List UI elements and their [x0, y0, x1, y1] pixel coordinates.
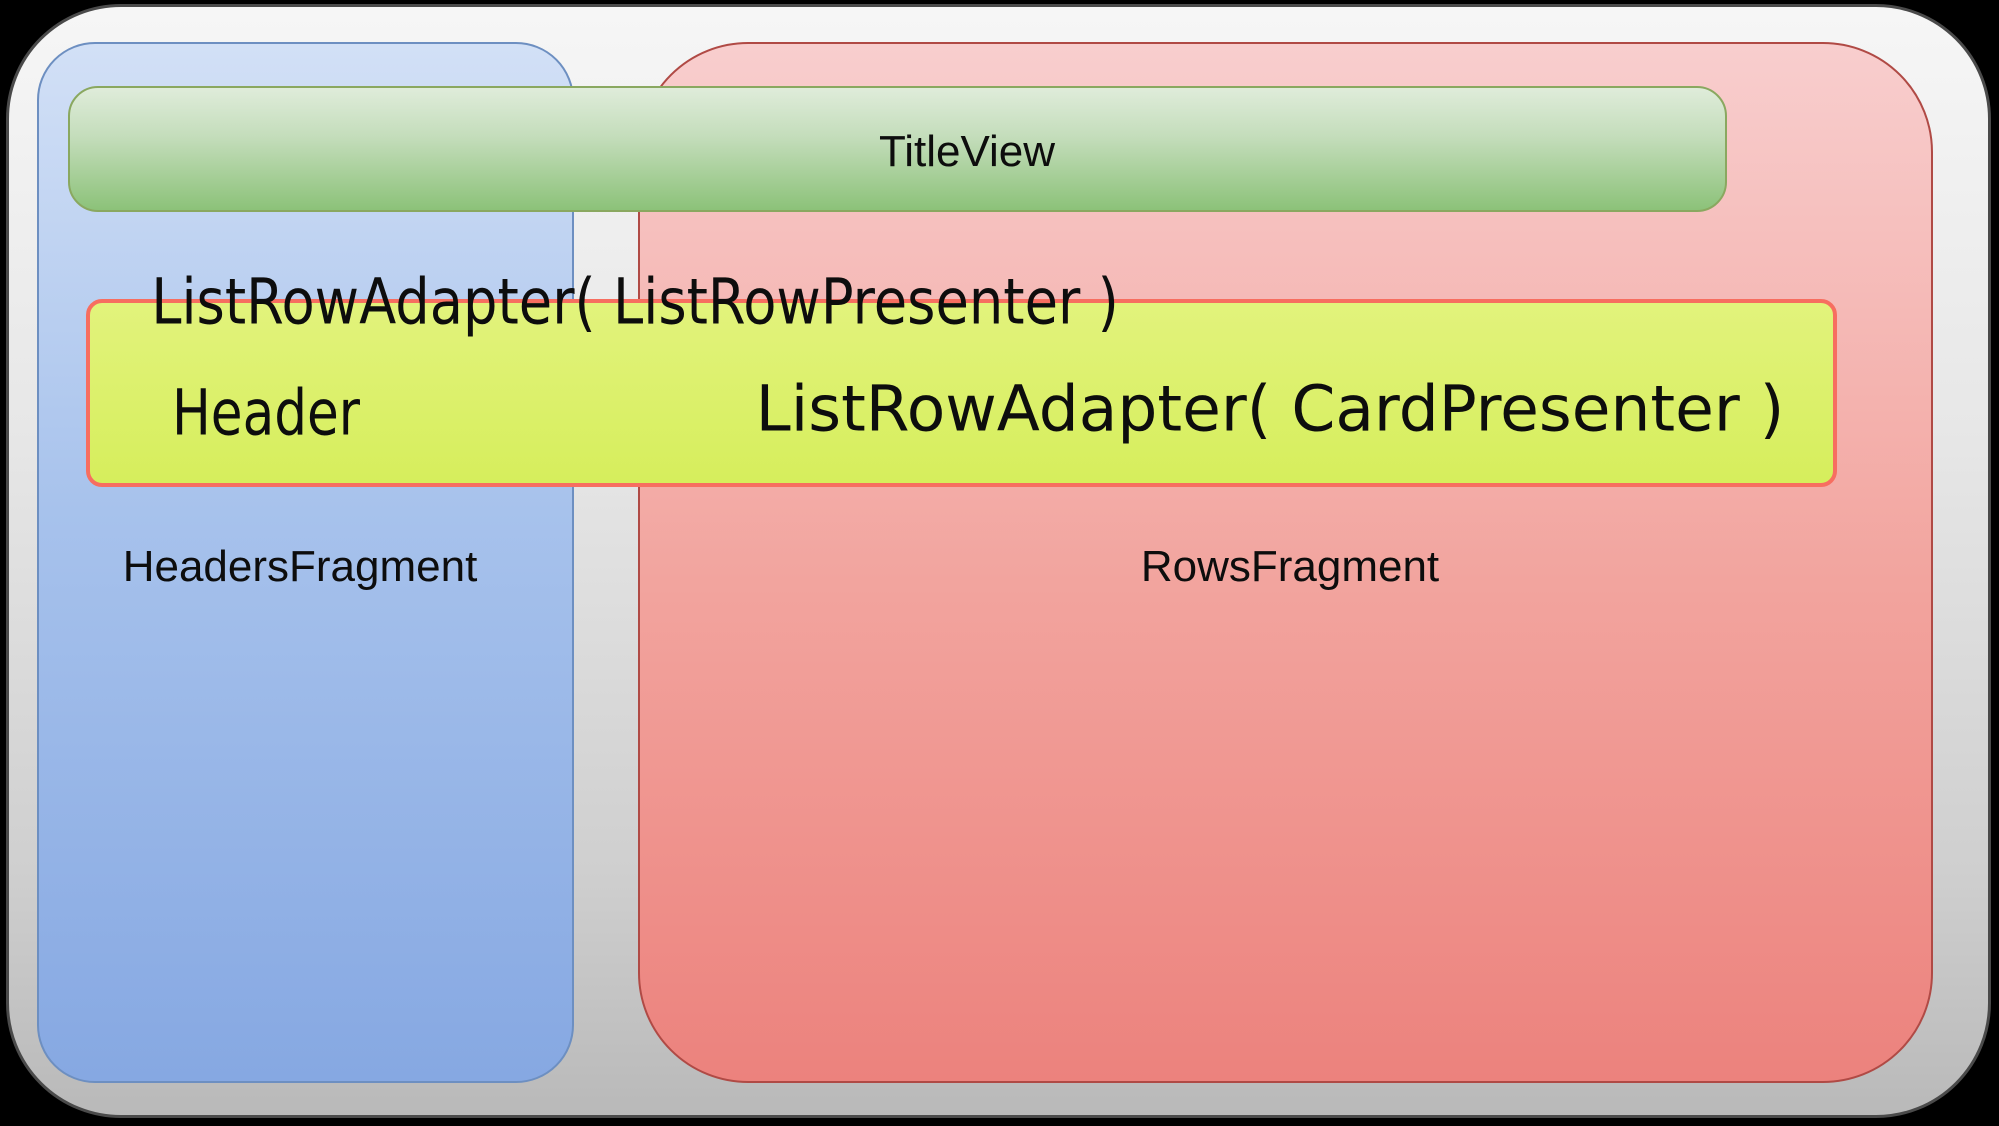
title-view-label: TitleView	[878, 127, 1056, 176]
headers-fragment-panel	[37, 42, 574, 1083]
title-view-bar	[68, 86, 1727, 212]
header-label: Header	[171, 376, 361, 450]
headers-fragment-label: HeadersFragment	[122, 542, 478, 591]
rows-fragment-panel	[638, 42, 1933, 1083]
list-row-bar	[86, 299, 1837, 487]
list-row-adapter-card-label: ListRowAdapter( CardPresenter )	[755, 372, 1785, 446]
list-row-adapter-presenter-label: ListRowAdapter( ListRowPresenter )	[151, 265, 1119, 339]
rows-fragment-label: RowsFragment	[1140, 542, 1440, 591]
